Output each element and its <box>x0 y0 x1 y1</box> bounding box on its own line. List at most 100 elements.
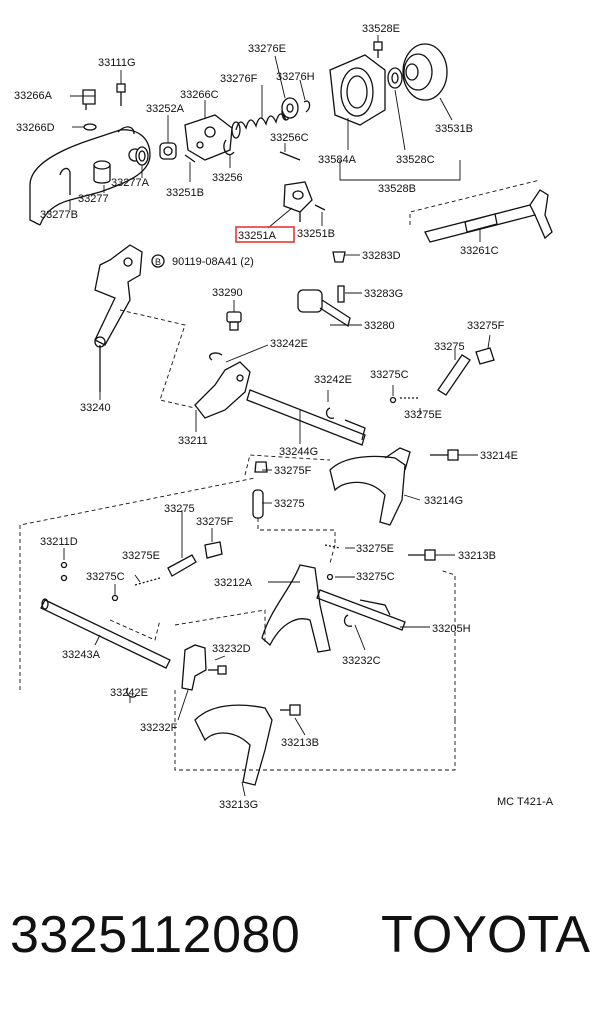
plug-33275f <box>475 347 495 365</box>
label-33290: 33290 <box>212 287 243 299</box>
highlight-box-33251a <box>235 226 295 243</box>
label-33276e: 33276E <box>248 43 286 55</box>
snap-ring-33276h <box>303 100 311 113</box>
label-33277: 33277 <box>78 193 109 205</box>
part-number: 3325112080 <box>10 906 301 964</box>
snap-ring-33242e <box>325 407 335 419</box>
label-33528c: 33528C <box>396 154 435 166</box>
label-33275c-2: 33275C <box>86 571 125 583</box>
plug-33266a <box>82 89 96 110</box>
label-33205h: 33205H <box>432 623 471 635</box>
parts-diagram: B <box>14 23 554 811</box>
bolt-33213b-2 <box>280 704 301 716</box>
seal-33528c <box>387 67 403 89</box>
label-33244g: 33244G <box>279 446 318 458</box>
label-33111g: 33111G <box>98 57 136 69</box>
label-33275e: 33275E <box>404 409 442 421</box>
label-33275f-2: 33275F <box>274 465 312 477</box>
label-33275-b: 33275 <box>164 503 195 515</box>
label-33528b: 33528B <box>378 183 416 195</box>
part-caption: 3325112080 TOYOTA <box>10 905 590 975</box>
label-33275c: 33275C <box>370 369 409 381</box>
retainer-33276e <box>281 97 299 119</box>
pin-33275-2 <box>252 489 264 519</box>
label-33277a: 33277A <box>111 177 150 189</box>
o-ring-33266d <box>83 123 97 131</box>
shift-head-33211 <box>194 352 251 419</box>
label-33211: 33211 <box>178 435 208 447</box>
pin-33275-3 <box>167 554 197 577</box>
pin-33256c <box>279 151 301 161</box>
bolt-90119-08a41: B <box>151 254 165 268</box>
label-33211d: 33211D <box>40 536 78 548</box>
label-33212a: 33212A <box>214 577 253 589</box>
plug-33275f-2 <box>254 461 268 473</box>
spring-33275e-2 <box>134 577 161 586</box>
bush-33277 <box>93 160 111 184</box>
ball-33275c-3 <box>326 573 334 581</box>
shift-fork-33213g <box>194 704 273 786</box>
label-33242e-3: 33242E <box>110 687 148 699</box>
shift-inner-lever-33251a <box>283 181 313 222</box>
bolt-33213b <box>408 549 436 561</box>
label-33242e: 33242E <box>270 338 308 350</box>
shift-head-33232f <box>181 644 207 691</box>
label-33275e-2: 33275E <box>122 550 160 562</box>
label-33266c: 33266C <box>180 89 219 101</box>
brand-name: TOYOTA <box>381 906 590 964</box>
label-33276f: 33276F <box>220 73 258 85</box>
label-33252a: 33252A <box>146 103 185 115</box>
shift-fork-33212a <box>261 564 331 653</box>
plug-33283d <box>332 251 346 263</box>
cover-33531b <box>402 43 448 101</box>
label-33243a: 33243A <box>62 649 101 661</box>
label-33232d: 33232D <box>212 643 251 655</box>
fork-shaft-33205h <box>316 589 406 631</box>
bolt-33111g <box>116 83 126 106</box>
label-33251b-2: 33251B <box>297 228 335 240</box>
label-33275f: 33275F <box>467 320 505 332</box>
pin-33251b-2 <box>314 204 326 211</box>
label-33275e-3: 33275E <box>356 543 394 555</box>
label-33232c: 33232C <box>342 655 381 667</box>
label-33256c: 33256C <box>270 132 309 144</box>
bolt-33232d <box>208 665 227 675</box>
label-33251a: 33251A <box>238 230 277 242</box>
label-33266d: 33266D <box>16 122 55 134</box>
label-33280: 33280 <box>364 320 395 332</box>
label-33266a: 33266A <box>14 90 53 102</box>
shift-lever-housing-33266c <box>184 114 233 161</box>
bolt-33214e <box>430 449 459 461</box>
label-33256: 33256 <box>212 172 243 184</box>
seal-33277a <box>135 146 149 166</box>
label-33276h: 33276H <box>276 71 315 83</box>
ball-33275c <box>389 396 397 404</box>
label-33214e: 33214E <box>480 450 518 462</box>
label-33214g: 33214G <box>424 495 463 507</box>
spring-33275e-3 <box>324 544 341 549</box>
label-33531b: 33531B <box>435 123 473 135</box>
label-33213b: 33213B <box>458 550 496 562</box>
plug-33275f-3 <box>204 541 223 559</box>
svg-text:B: B <box>155 257 161 267</box>
lock-ball-33280 <box>297 289 351 328</box>
label-33528e: 33528E <box>362 23 400 35</box>
label-33251b: 33251B <box>166 187 204 199</box>
diagram-code: MC T421-A <box>497 796 554 808</box>
label-33275f-3: 33275F <box>196 516 234 528</box>
label-33213g: 33213G <box>219 799 258 811</box>
ball-33275c-2 <box>111 594 119 602</box>
pin-33283g <box>337 285 345 303</box>
shift-lever-33240 <box>94 244 143 392</box>
plug-33290 <box>226 311 242 331</box>
label-33283d: 33283D <box>362 250 401 262</box>
label-33261c: 33261C <box>460 245 499 257</box>
label-33584a: 33584A <box>318 154 357 166</box>
label-33240: 33240 <box>80 402 111 414</box>
ball-33211d-b <box>60 574 68 582</box>
pin-33251b <box>184 154 196 163</box>
fork-shaft-33244g <box>246 389 366 446</box>
shift-fork-33214g <box>329 447 411 526</box>
shift-shaft-33261c <box>409 179 553 243</box>
bolt-33528e <box>373 41 383 58</box>
